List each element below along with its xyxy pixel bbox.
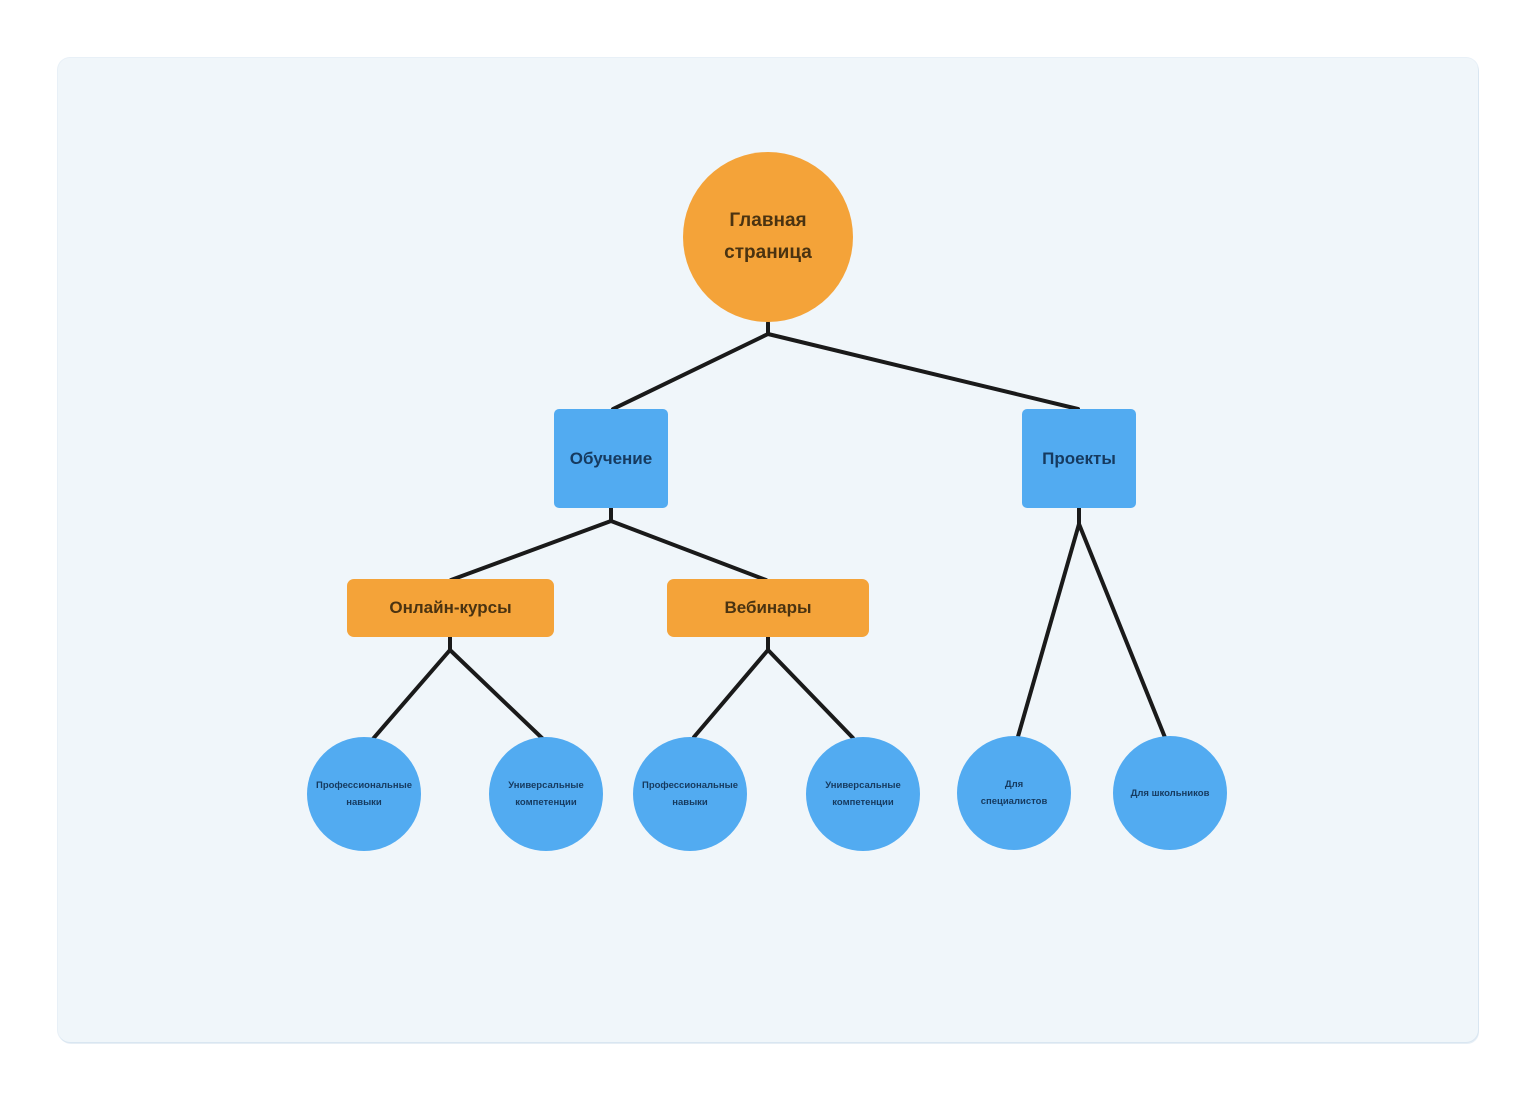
- node-courses-universal-competencies-label: Универсальные компетенции: [508, 780, 584, 808]
- node-webinars[interactable]: Вебинары: [667, 579, 869, 637]
- node-training-label: Обучение: [569, 448, 653, 468]
- node-main-page-label: Главная страница: [724, 210, 812, 263]
- node-courses-professional-skills-label: Профессиональные навыки: [315, 780, 413, 808]
- node-for-schoolchildren[interactable]: Для школьников: [1113, 736, 1227, 850]
- node-webinars-label: Вебинары: [724, 598, 812, 617]
- node-for-specialists-label: Для специалистов: [980, 779, 1048, 807]
- node-main-page[interactable]: Главная страница: [683, 152, 853, 322]
- node-for-specialists[interactable]: Для специалистов: [957, 736, 1071, 850]
- node-for-schoolchildren-label: Для школьников: [1130, 787, 1210, 799]
- node-training[interactable]: Обучение: [554, 409, 668, 508]
- node-webinars-professional-skills-label: Профессиональные навыки: [641, 780, 739, 808]
- node-webinars-universal-competencies-label: Универсальные компетенции: [825, 780, 901, 808]
- node-webinars-professional-skills[interactable]: Профессиональные навыки: [633, 737, 747, 851]
- node-projects-label: Проекты: [1042, 448, 1116, 468]
- node-online-courses-label: Онлайн-курсы: [389, 598, 512, 617]
- node-webinars-universal-competencies[interactable]: Универсальные компетенции: [806, 737, 920, 851]
- node-courses-universal-competencies[interactable]: Универсальные компетенции: [489, 737, 603, 851]
- node-courses-professional-skills[interactable]: Профессиональные навыки: [307, 737, 421, 851]
- node-projects[interactable]: Проекты: [1022, 409, 1136, 508]
- node-online-courses[interactable]: Онлайн-курсы: [347, 579, 554, 637]
